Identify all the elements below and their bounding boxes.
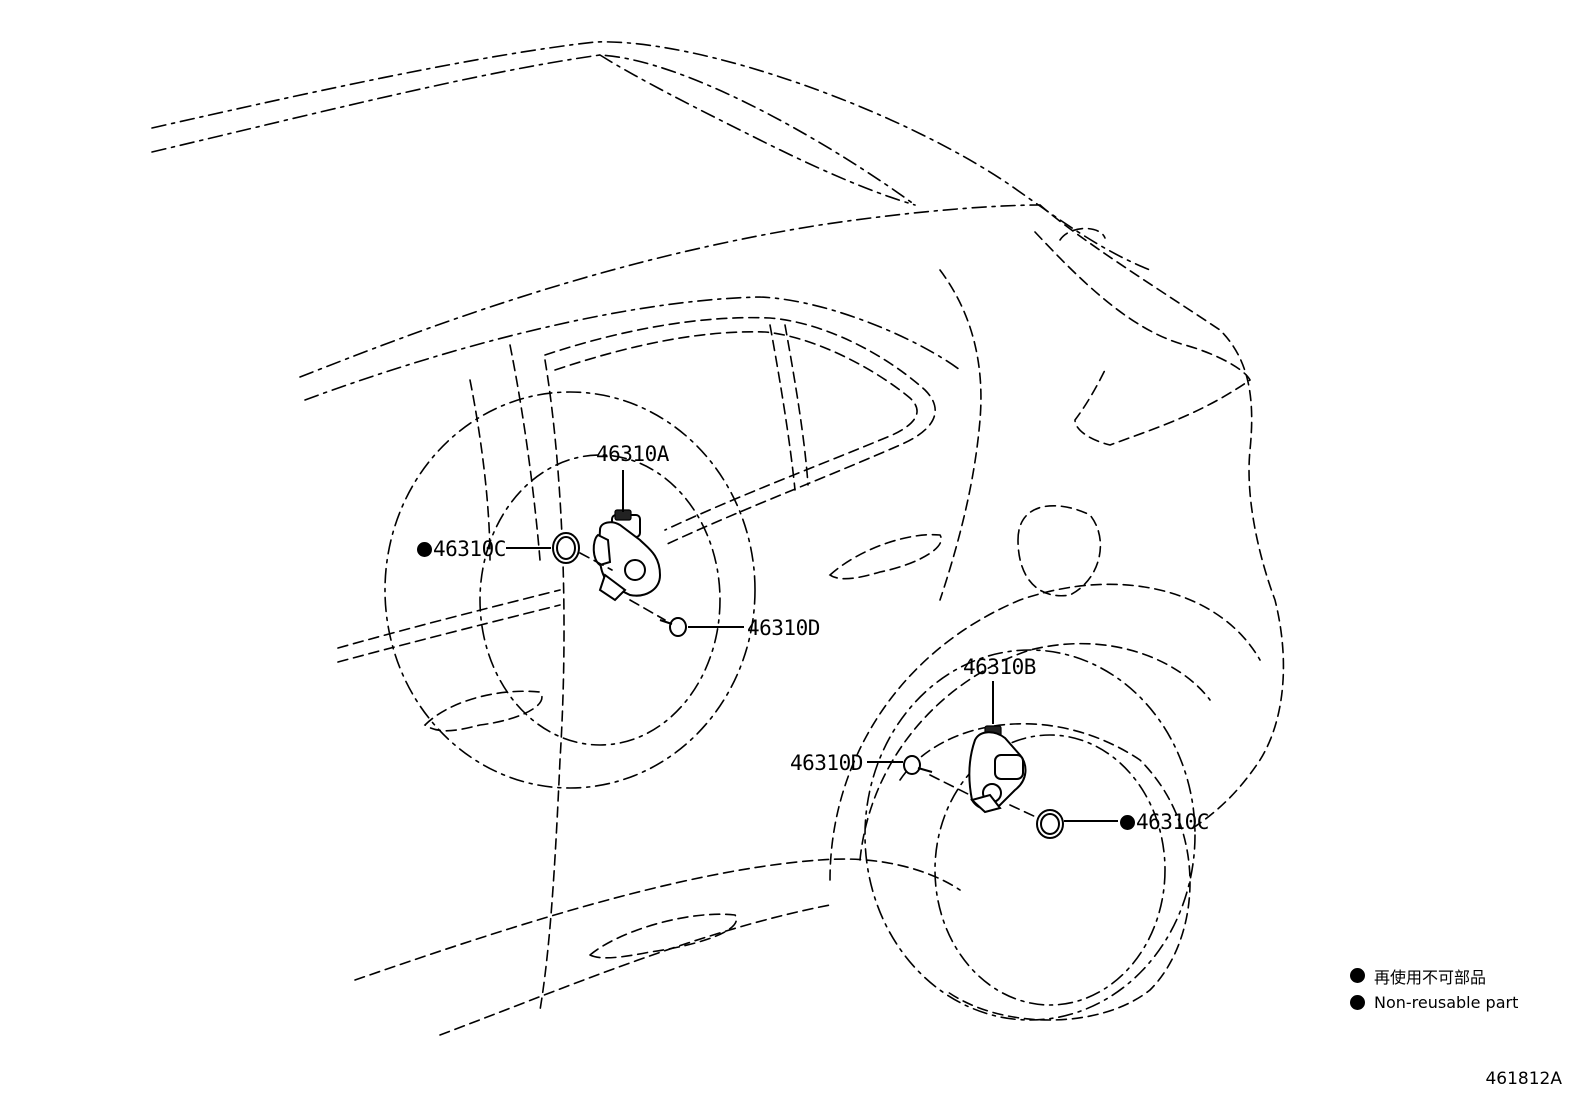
side-crease — [337, 589, 561, 649]
window-frame-inner — [554, 331, 918, 531]
lower-body-line — [354, 858, 961, 981]
rear-door-handle — [828, 533, 942, 580]
legend-row-jp: 再使用不可部品 — [1350, 962, 1518, 989]
quarter-panel-edge — [939, 269, 982, 601]
door-lock-actuator-b — [968, 725, 1027, 814]
c-pillar-front — [769, 324, 796, 491]
b-pillar-front — [469, 379, 491, 561]
label-46310c-left: 46310C — [417, 537, 506, 561]
b-pillar-rear — [509, 344, 541, 561]
rear-spoiler — [1059, 227, 1106, 241]
detail-circle-right-inner — [934, 734, 1166, 1006]
label-46310d-right: 46310D — [790, 751, 863, 775]
roof-line-inner — [151, 54, 916, 206]
side-crease-2 — [337, 604, 561, 663]
rear-quarter-panel — [1039, 204, 1285, 831]
rocker-line — [439, 904, 831, 1036]
rear-wheel-arch-inner — [859, 642, 1211, 861]
screw-d-left — [659, 617, 687, 637]
rear-wheel-arch — [829, 583, 1261, 881]
non-reusable-marker-icon — [1350, 968, 1365, 983]
label-46310c-right: 46310C — [1120, 810, 1209, 834]
non-reusable-marker-icon — [1120, 815, 1135, 830]
c-pillar-rear — [784, 324, 809, 486]
screw-d-right — [903, 755, 933, 775]
label-46310a: 46310A — [596, 442, 669, 466]
rear-door-window — [544, 316, 936, 546]
legend-text-jp: 再使用不可部品 — [1374, 967, 1487, 987]
front-door-handle — [423, 690, 543, 732]
taillight-outline — [1034, 231, 1252, 446]
non-reusable-marker-icon — [1350, 995, 1365, 1010]
rear-tire — [899, 723, 1191, 1021]
detail-circle-left-inner — [479, 454, 721, 746]
label-46310c-right-text: 46310C — [1136, 810, 1209, 834]
label-46310c-left-text: 46310C — [433, 537, 506, 561]
figure-id: 461812A — [1485, 1069, 1562, 1089]
beltline-lower — [304, 296, 961, 401]
install-path-left — [579, 552, 666, 621]
legend: 再使用不可部品 Non-reusable part — [1350, 962, 1518, 1016]
plug-c-left-inner — [556, 536, 576, 560]
non-reusable-marker-icon — [417, 542, 432, 557]
legend-text-en: Non-reusable part — [1374, 993, 1519, 1012]
legend-row-en: Non-reusable part — [1350, 989, 1518, 1016]
detail-circle-right-outer — [864, 649, 1196, 1021]
label-46310d-left: 46310D — [747, 616, 820, 640]
roof-line-outer — [151, 41, 1151, 271]
beltline-upper — [299, 204, 1041, 378]
plug-c-right-inner — [1040, 813, 1060, 835]
roof-rail — [599, 54, 916, 206]
side-marker — [588, 913, 738, 959]
detail-circle-left-outer — [384, 391, 756, 789]
install-path-right — [929, 774, 1039, 819]
door-seam — [539, 359, 565, 1011]
door-lock-actuator-a — [592, 509, 662, 602]
fuel-lid — [1017, 504, 1102, 597]
label-46310b: 46310B — [963, 655, 1036, 679]
